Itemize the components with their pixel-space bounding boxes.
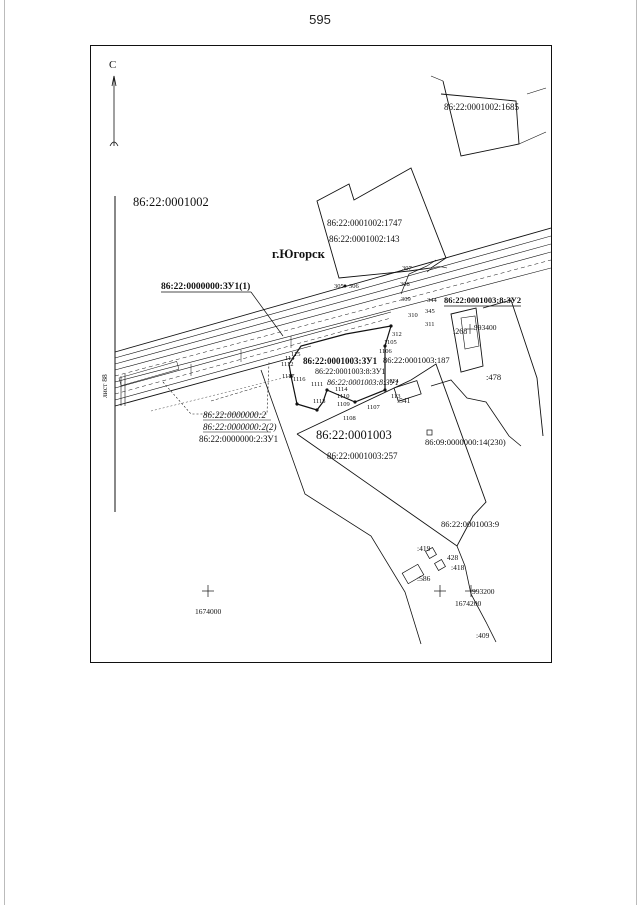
point-310: 310 [408,312,418,319]
page-edge-left [4,0,5,905]
point-1110: 1108 [343,415,356,422]
parcel-9-label: 86:22:0001003:9 [441,519,499,529]
parcel-1685-label: 86:22:0001002:1685 [444,102,520,112]
parcel-8zu1-label: 86:22:0001003:8:ЗУ1 [315,367,385,376]
point-1106: 1106 [379,348,393,355]
point-1111: 1109 [337,401,350,408]
marker-square-14 [426,429,433,436]
parcel-478-boundary [482,299,544,437]
building-418-label: :418 [451,563,465,572]
point-311: 311 [425,321,435,328]
city-label: г.Югорск [272,247,326,261]
parcel-1685: 86:22:0001002:1685 [430,75,547,157]
small-buildings: :419 428 :418 :586 [401,544,465,585]
page-edge-right [636,0,637,905]
north-label: С [109,59,116,71]
parcel-257-label: 86:22:0001003:257 [327,451,398,461]
parcel-1747-label: 86:22:0001002:1747 [327,218,403,228]
point-115: 1112 [281,361,294,368]
parcel-268-label: :268 [453,327,467,336]
point-1107: 114 [389,378,399,385]
parcel-187-label: 86:22:0001003:187 [383,355,450,365]
point-306: 306 [349,283,360,290]
north-arrow: С [109,59,119,147]
grid-993200-label: 993200 [472,587,495,596]
parcel-478-label: :478 [486,372,501,382]
point-1109: 1107 [367,404,381,411]
point-1117: 1117 [282,373,295,380]
parcel-p2-labels: 86:22:0000000:2 86:22:0000000:2(2) 86:22… [199,410,278,444]
building-541: :541 [393,380,422,405]
building-541-label: :541 [397,396,411,405]
grid-1674000-label: 1674000 [195,607,222,616]
quarter-1003-label: 86:22:0001003 [316,428,392,442]
point-1115: 1111 [311,381,323,388]
parcel-zu1-label: 86:22:0001003:ЗУ1 [303,356,378,366]
grid-cross-1674000: 1674000 [195,585,222,616]
building-419-label: :419 [417,544,431,553]
southern-road-left [260,369,422,645]
point-1108: 113 [391,393,401,400]
parcel-p2-2-label: 86:22:0000000:2(2) [203,422,277,432]
parcel-1747: 86:22:0001002:1747 86:22:0001002:143 [316,167,447,279]
grid-cross-993200: 993200 1674200 [434,585,495,608]
point-1112: 1110 [337,393,350,400]
page-number: 595 [309,12,331,27]
point-113: 115 [291,351,301,358]
parcel-zu2-label: 86:22:0001003:8:ЗУ2 [444,295,521,305]
point-345: 345 [425,308,435,315]
parcel-268: :268 993400 [450,307,497,373]
point-1113: 1113 [313,398,326,405]
quarter-1002-label: 86:22:0001002 [133,195,209,209]
building-586-label: :586 [417,574,431,583]
point-1105: 1105 [384,339,397,346]
point-1116: 1116 [293,376,306,383]
point-306-marker [343,284,347,288]
parcel-p2-label: 86:22:0000000:2 [203,410,266,420]
parcel-1003-zu1: 1105 1106 114 113 1107 1108 1109 1110 11… [281,324,401,422]
building-409-label: :409 [476,631,490,640]
road-loop-feature [426,266,448,273]
grid-993400-label: 993400 [474,323,497,332]
point-114: 114 [285,355,295,362]
parcel-8zu1b-label: 86:22:0001003:8:ЗУ1 [327,378,399,387]
building-428-label: 428 [447,553,459,562]
point-1114: 1114 [335,386,348,393]
road-corridor [114,227,551,412]
parcel-143-label: 86:22:0001002:143 [329,234,400,244]
cadastral-map: С 86:22:0001002:1685 86:22:0001002:1747 … [100,59,551,645]
parcel-p2-zu1-label: 86:22:0000000:2:ЗУ1 [199,434,278,444]
point-344: 344 [427,297,438,304]
parcel-zu1-1-label: 86:22:0000000:ЗУ1(1) [161,281,250,292]
parcel-east-boundary [430,379,522,447]
road-corner-feature [400,259,437,295]
point-309: 309 [401,296,411,303]
parcel-p2-leader [162,361,270,415]
grid-1674200-label: 1674200 [455,599,482,608]
point-307: 307 [402,265,413,272]
point-312: 312 [392,331,402,338]
cadastral-map-frame: С 86:22:0001002:1685 86:22:0001002:1747 … [90,45,552,663]
parcel-zu1-1: 86:22:0000000:ЗУ1(1) [161,281,284,337]
point-305: 305 [334,283,344,290]
parcel-14-230-label: 86:09:0000000:14(230) [425,437,506,447]
sheet-label: лист 88 [100,374,109,398]
parcel-zu2: 86:22:0001003:8:ЗУ2 [444,295,521,307]
